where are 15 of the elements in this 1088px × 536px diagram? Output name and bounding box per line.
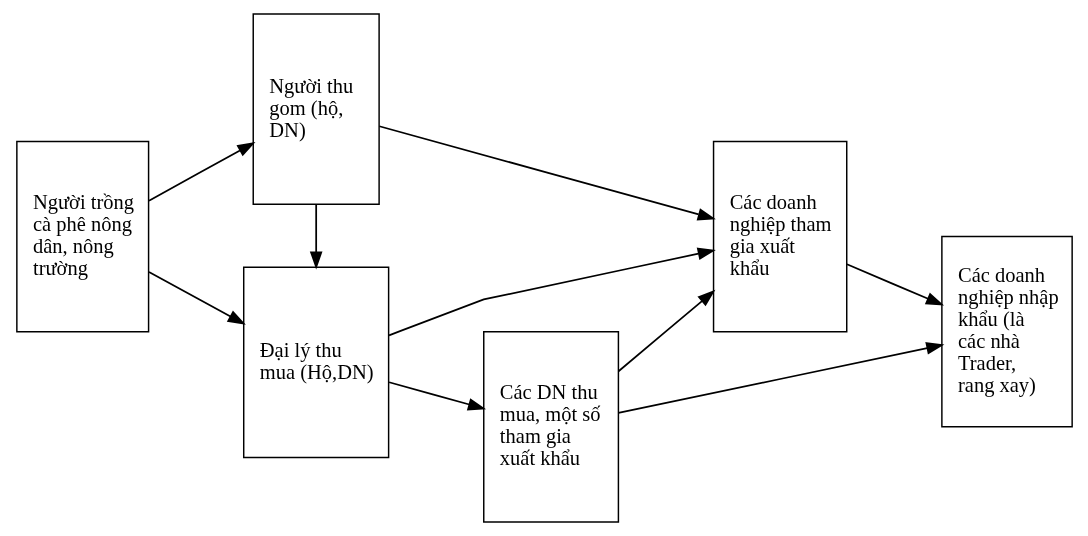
arrow	[387, 247, 716, 337]
arrow	[845, 263, 944, 306]
arrow	[147, 271, 246, 325]
node-box: Đại lý thu mua (Hộ,DN)	[242, 266, 389, 459]
node-box: Các doanh nghiệp tham gia xuất khẩu	[712, 140, 847, 333]
node-box: Người trồng cà phê nông dân, nông trường	[15, 140, 149, 333]
arrow	[617, 289, 715, 373]
arrow	[147, 141, 255, 202]
node-box: Các DN thu mua, một số tham gia xuất khẩu	[482, 330, 619, 523]
node-box: Người thu gom (hộ, DN)	[252, 13, 380, 206]
arrow	[309, 203, 323, 270]
arrow	[387, 381, 486, 411]
arrow	[617, 342, 944, 414]
arrow	[377, 125, 716, 221]
node-box: Các doanh nghiệp nhập khẩu (là các nhà Trader, rang xay)	[940, 235, 1073, 428]
